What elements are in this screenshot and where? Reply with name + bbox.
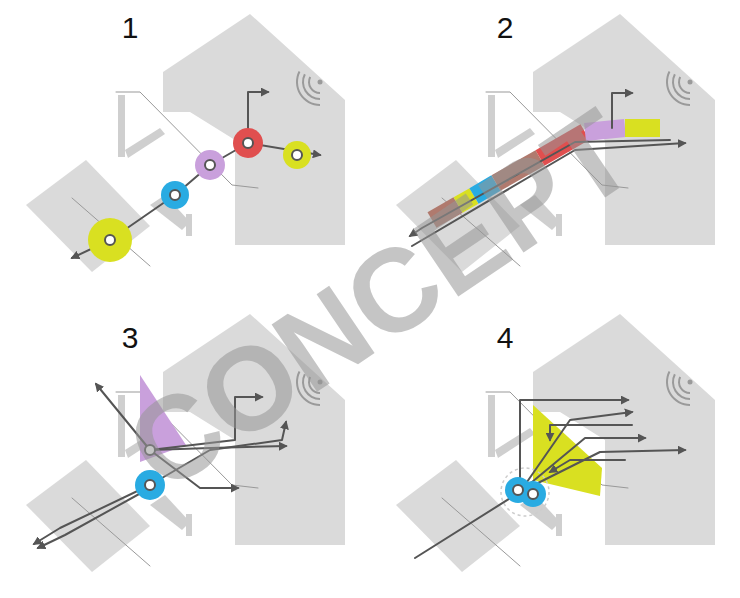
watermark: CONCEPT <box>108 90 652 510</box>
colored-zone <box>520 481 546 507</box>
flow-arrow <box>34 485 150 544</box>
signal-arc <box>666 371 690 406</box>
lower-building <box>26 160 150 272</box>
sensor-dot <box>105 235 115 245</box>
post-arm <box>495 428 535 458</box>
flow-arrow <box>38 488 150 548</box>
range-ring <box>501 468 549 516</box>
panel <box>26 14 345 272</box>
colored-zone <box>88 218 132 262</box>
colored-zone <box>533 405 602 496</box>
post <box>186 514 192 536</box>
signal-arc <box>678 377 690 394</box>
colored-band <box>625 119 660 137</box>
signal-arc <box>302 74 320 100</box>
signal-arc <box>296 71 320 106</box>
panel-number: 2 <box>497 13 514 43</box>
colored-zone <box>195 150 225 180</box>
building <box>533 314 715 545</box>
signal-arc <box>666 71 690 106</box>
post <box>186 214 192 236</box>
panel-number: 4 <box>497 323 514 353</box>
colored-zone <box>161 181 189 209</box>
flow-arrow <box>550 425 632 440</box>
signal-arc <box>678 77 690 94</box>
colored-zone <box>233 128 263 158</box>
panel-number: 1 <box>122 13 139 43</box>
colored-zone <box>283 141 311 169</box>
post <box>556 514 562 536</box>
signal-source <box>688 80 693 85</box>
sensor-dot <box>243 138 253 148</box>
flow-arrow <box>612 93 632 128</box>
post-arm <box>125 128 165 158</box>
sensor-dot <box>513 485 523 495</box>
sensor-dot <box>292 150 302 160</box>
post <box>118 95 125 157</box>
sensor-dot <box>170 190 180 200</box>
lower-building <box>26 460 150 572</box>
post <box>488 395 495 457</box>
signal-arc <box>672 374 690 400</box>
panel <box>396 314 715 572</box>
flow-arrow <box>550 460 625 472</box>
signal-arc <box>308 77 320 94</box>
flow-arrow <box>415 492 520 558</box>
post <box>488 95 495 157</box>
signal-arc <box>672 74 690 100</box>
flow-arrow <box>520 450 685 492</box>
sensor-dot <box>205 160 215 170</box>
sensor-dot <box>528 489 538 499</box>
building <box>163 14 345 245</box>
leader-line <box>72 198 150 266</box>
signal-source <box>318 80 323 85</box>
lower-building <box>396 460 520 572</box>
panel-number: 3 <box>122 323 139 353</box>
signal-source <box>688 380 693 385</box>
leader-line <box>72 498 150 566</box>
